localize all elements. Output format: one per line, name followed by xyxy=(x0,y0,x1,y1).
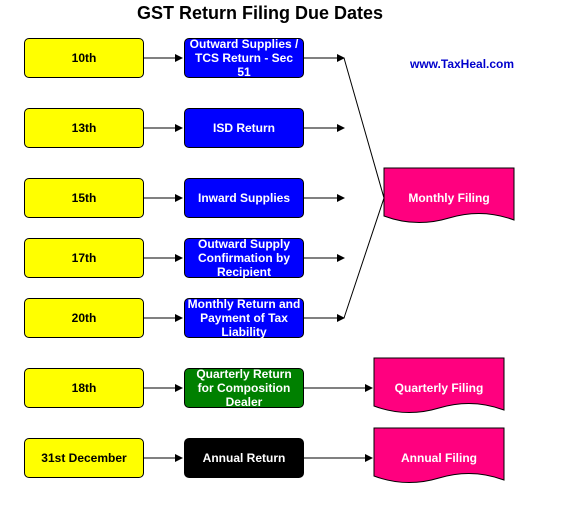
annual-filing-label: Annual Filing xyxy=(401,451,477,465)
return-box-outward-supplies: Outward Supplies / TCS Return - Sec 51 xyxy=(184,37,304,79)
monthly-filing-label: Monthly Filing xyxy=(408,191,490,205)
date-box-10th: 10th xyxy=(24,38,144,78)
date-box-13th: 13th xyxy=(24,108,144,148)
monthly-brace xyxy=(343,57,385,319)
return-box-isd-return: ISD Return xyxy=(184,108,304,148)
date-box-15th: 15th xyxy=(24,178,144,218)
date-box-20th: 20th xyxy=(24,298,144,338)
website-label: www.TaxHeal.com xyxy=(410,57,515,71)
return-box-quarterly-return: Quarterly Return for Composition Dealer xyxy=(184,367,304,409)
return-box-monthly-return: Monthly Return and Payment of Tax Liabil… xyxy=(184,297,304,339)
return-box-outward-supply-confirmation: Outward Supply Confirmation by Recipient xyxy=(184,237,304,279)
return-box-inward-supplies: Inward Supplies xyxy=(184,178,304,218)
date-box-31st-december: 31st December xyxy=(24,438,144,478)
annual-filing-shape xyxy=(373,427,505,484)
date-box-18th: 18th xyxy=(24,368,144,408)
diagram-title: GST Return Filing Due Dates xyxy=(136,3,384,23)
date-box-17th: 17th xyxy=(24,238,144,278)
return-box-annual-return: Annual Return xyxy=(184,438,304,478)
quarterly-filing-shape xyxy=(373,357,505,414)
quarterly-filing-label: Quarterly Filing xyxy=(394,381,484,395)
monthly-filing-shape xyxy=(383,167,515,224)
